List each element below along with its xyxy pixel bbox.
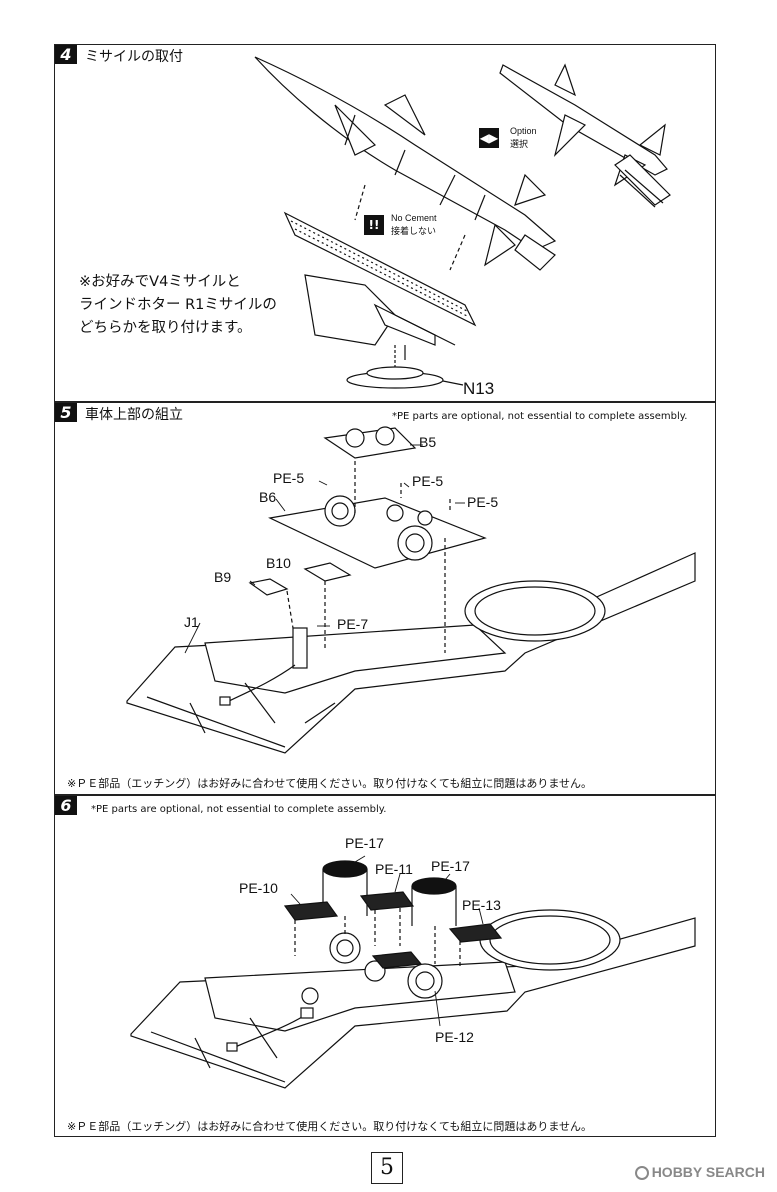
step-6-pe-note: *PE parts are optional, not essential to… bbox=[91, 804, 387, 815]
part-label-b5: B5 bbox=[419, 434, 437, 450]
note-line-2: ラインドホター R1ミサイルの bbox=[79, 297, 277, 313]
part-label-pe10: PE-10 bbox=[239, 880, 278, 896]
option-label: Option bbox=[510, 126, 537, 136]
option-label-jp: 選択 bbox=[510, 139, 529, 149]
watermark-logo-icon bbox=[634, 1166, 649, 1180]
no-cement-icon: !! bbox=[364, 215, 384, 235]
part-label-pe5-left: PE-5 bbox=[273, 470, 305, 486]
part-label-pe5-middle: PE-5 bbox=[412, 473, 444, 489]
part-label-pe17-left: PE-17 bbox=[345, 835, 384, 851]
part-label-b10: B10 bbox=[266, 555, 291, 571]
part-label-pe17-right: PE-17 bbox=[431, 858, 470, 874]
step-4-badge: 4 bbox=[55, 45, 77, 64]
no-cement-label: No Cement bbox=[391, 213, 437, 223]
part-label-n13: N13 bbox=[463, 379, 495, 398]
turntable-drawing bbox=[346, 345, 464, 389]
watermark-text: HOBBY SEARCH bbox=[651, 1164, 765, 1180]
step-6-badge: 6 bbox=[55, 796, 77, 815]
launcher-rail-drawing bbox=[283, 211, 477, 360]
step-5-illustration bbox=[126, 426, 696, 754]
part-label-pe12: PE-12 bbox=[435, 1029, 474, 1045]
part-label-pe13: PE-13 bbox=[462, 897, 501, 913]
part-label-pe5-right: PE-5 bbox=[467, 494, 499, 510]
watermark: HOBBY SEARCH bbox=[634, 1164, 765, 1180]
step-6-panel: 6 *PE parts are optional, not essential … bbox=[54, 795, 716, 1137]
option-arrows-icon: ◀▶ bbox=[479, 128, 499, 148]
part-label-j1: J1 bbox=[184, 614, 199, 630]
v4-missile-drawing bbox=[254, 56, 557, 271]
step-4-illustration bbox=[254, 56, 671, 389]
no-cement-label-jp: 接着しない bbox=[391, 226, 437, 236]
part-label-b9: B9 bbox=[214, 569, 232, 585]
step-4-panel: 4 ミサイルの取付 bbox=[54, 44, 716, 402]
step-5-jp-note: ※ＰＥ部品（エッチング）はお好みに合わせて使用ください。取り付けなくても組立に問… bbox=[67, 777, 593, 790]
step-5-pe-note: *PE parts are optional, not essential to… bbox=[392, 411, 688, 422]
r1-missile-drawing bbox=[499, 63, 671, 208]
step-6-illustration bbox=[130, 855, 696, 1089]
step-6-jp-note: ※ＰＥ部品（エッチング）はお好みに合わせて使用ください。取り付けなくても組立に問… bbox=[67, 1120, 593, 1133]
page-number: 5 bbox=[371, 1152, 403, 1184]
step-5-panel: 5 車体上部の組立 *PE parts are optional, not es… bbox=[54, 402, 716, 795]
part-label-pe11: PE-11 bbox=[375, 861, 413, 877]
step-5-title: 車体上部の組立 bbox=[85, 407, 183, 423]
step-5-badge: 5 bbox=[55, 403, 77, 422]
deck-b6-drawing bbox=[268, 497, 487, 569]
step-4-note: ※お好みでV4ミサイルと ラインドホター R1ミサイルの どちらかを取り付けます… bbox=[79, 271, 277, 340]
note-line-1: ※お好みでV4ミサイルと bbox=[79, 274, 241, 290]
note-line-3: どちらかを取り付けます。 bbox=[79, 320, 252, 336]
part-label-pe7: PE-7 bbox=[337, 616, 369, 632]
step-4-title: ミサイルの取付 bbox=[85, 49, 183, 65]
part-label-b6: B6 bbox=[259, 489, 277, 505]
cover-b5-drawing bbox=[323, 427, 417, 459]
